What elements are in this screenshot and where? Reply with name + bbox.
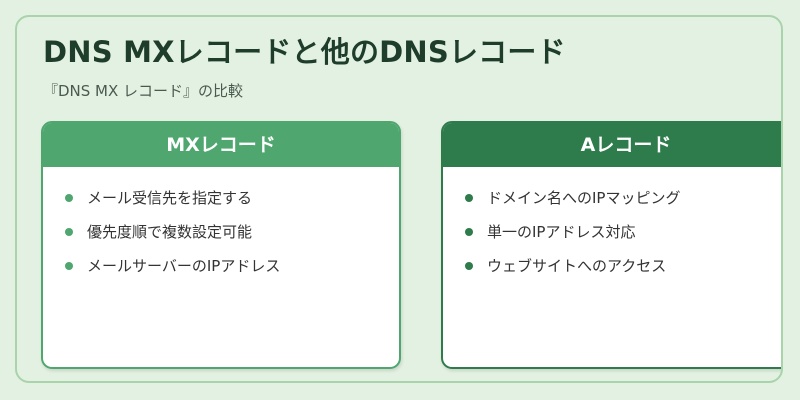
bullet-dot-icon — [465, 194, 473, 202]
list-item-text: 優先度順で複数設定可能 — [87, 223, 253, 241]
list-item: ウェブサイトへのアクセス — [465, 255, 781, 289]
a-record-card: Aレコード ドメイン名へのIPマッピング 単一のIPアドレス対応 ウェブサイトへ… — [441, 121, 781, 369]
mx-record-card: MXレコード メール受信先を指定する 優先度順で複数設定可能 メールサーバーのI… — [41, 121, 401, 369]
mx-record-card-header: MXレコード — [43, 123, 399, 167]
list-item: 単一のIPアドレス対応 — [465, 221, 781, 255]
list-item-text: メールサーバーのIPアドレス — [87, 257, 281, 275]
list-item: ドメイン名へのIPマッピング — [465, 187, 781, 221]
diagram-frame: DNS MXレコードと他のDNSレコード 『DNS MX レコード』の比較 MX… — [15, 15, 783, 383]
bullet-dot-icon — [465, 228, 473, 236]
list-item-text: メール受信先を指定する — [87, 189, 253, 207]
a-record-card-header: Aレコード — [443, 123, 781, 167]
bullet-dot-icon — [465, 262, 473, 270]
bullet-dot-icon — [65, 228, 73, 236]
list-item-text: ドメイン名へのIPマッピング — [487, 189, 681, 207]
list-item: 優先度順で複数設定可能 — [65, 221, 399, 255]
diagram-subtitle: 『DNS MX レコード』の比較 — [43, 82, 244, 100]
diagram-title: DNS MXレコードと他のDNSレコード — [43, 35, 566, 69]
list-item-text: 単一のIPアドレス対応 — [487, 223, 636, 241]
a-record-list: ドメイン名へのIPマッピング 単一のIPアドレス対応 ウェブサイトへのアクセス — [443, 167, 781, 289]
bullet-dot-icon — [65, 262, 73, 270]
list-item: メールサーバーのIPアドレス — [65, 255, 399, 289]
bullet-dot-icon — [65, 194, 73, 202]
mx-record-list: メール受信先を指定する 優先度順で複数設定可能 メールサーバーのIPアドレス — [43, 167, 399, 289]
list-item-text: ウェブサイトへのアクセス — [487, 257, 667, 275]
list-item: メール受信先を指定する — [65, 187, 399, 221]
